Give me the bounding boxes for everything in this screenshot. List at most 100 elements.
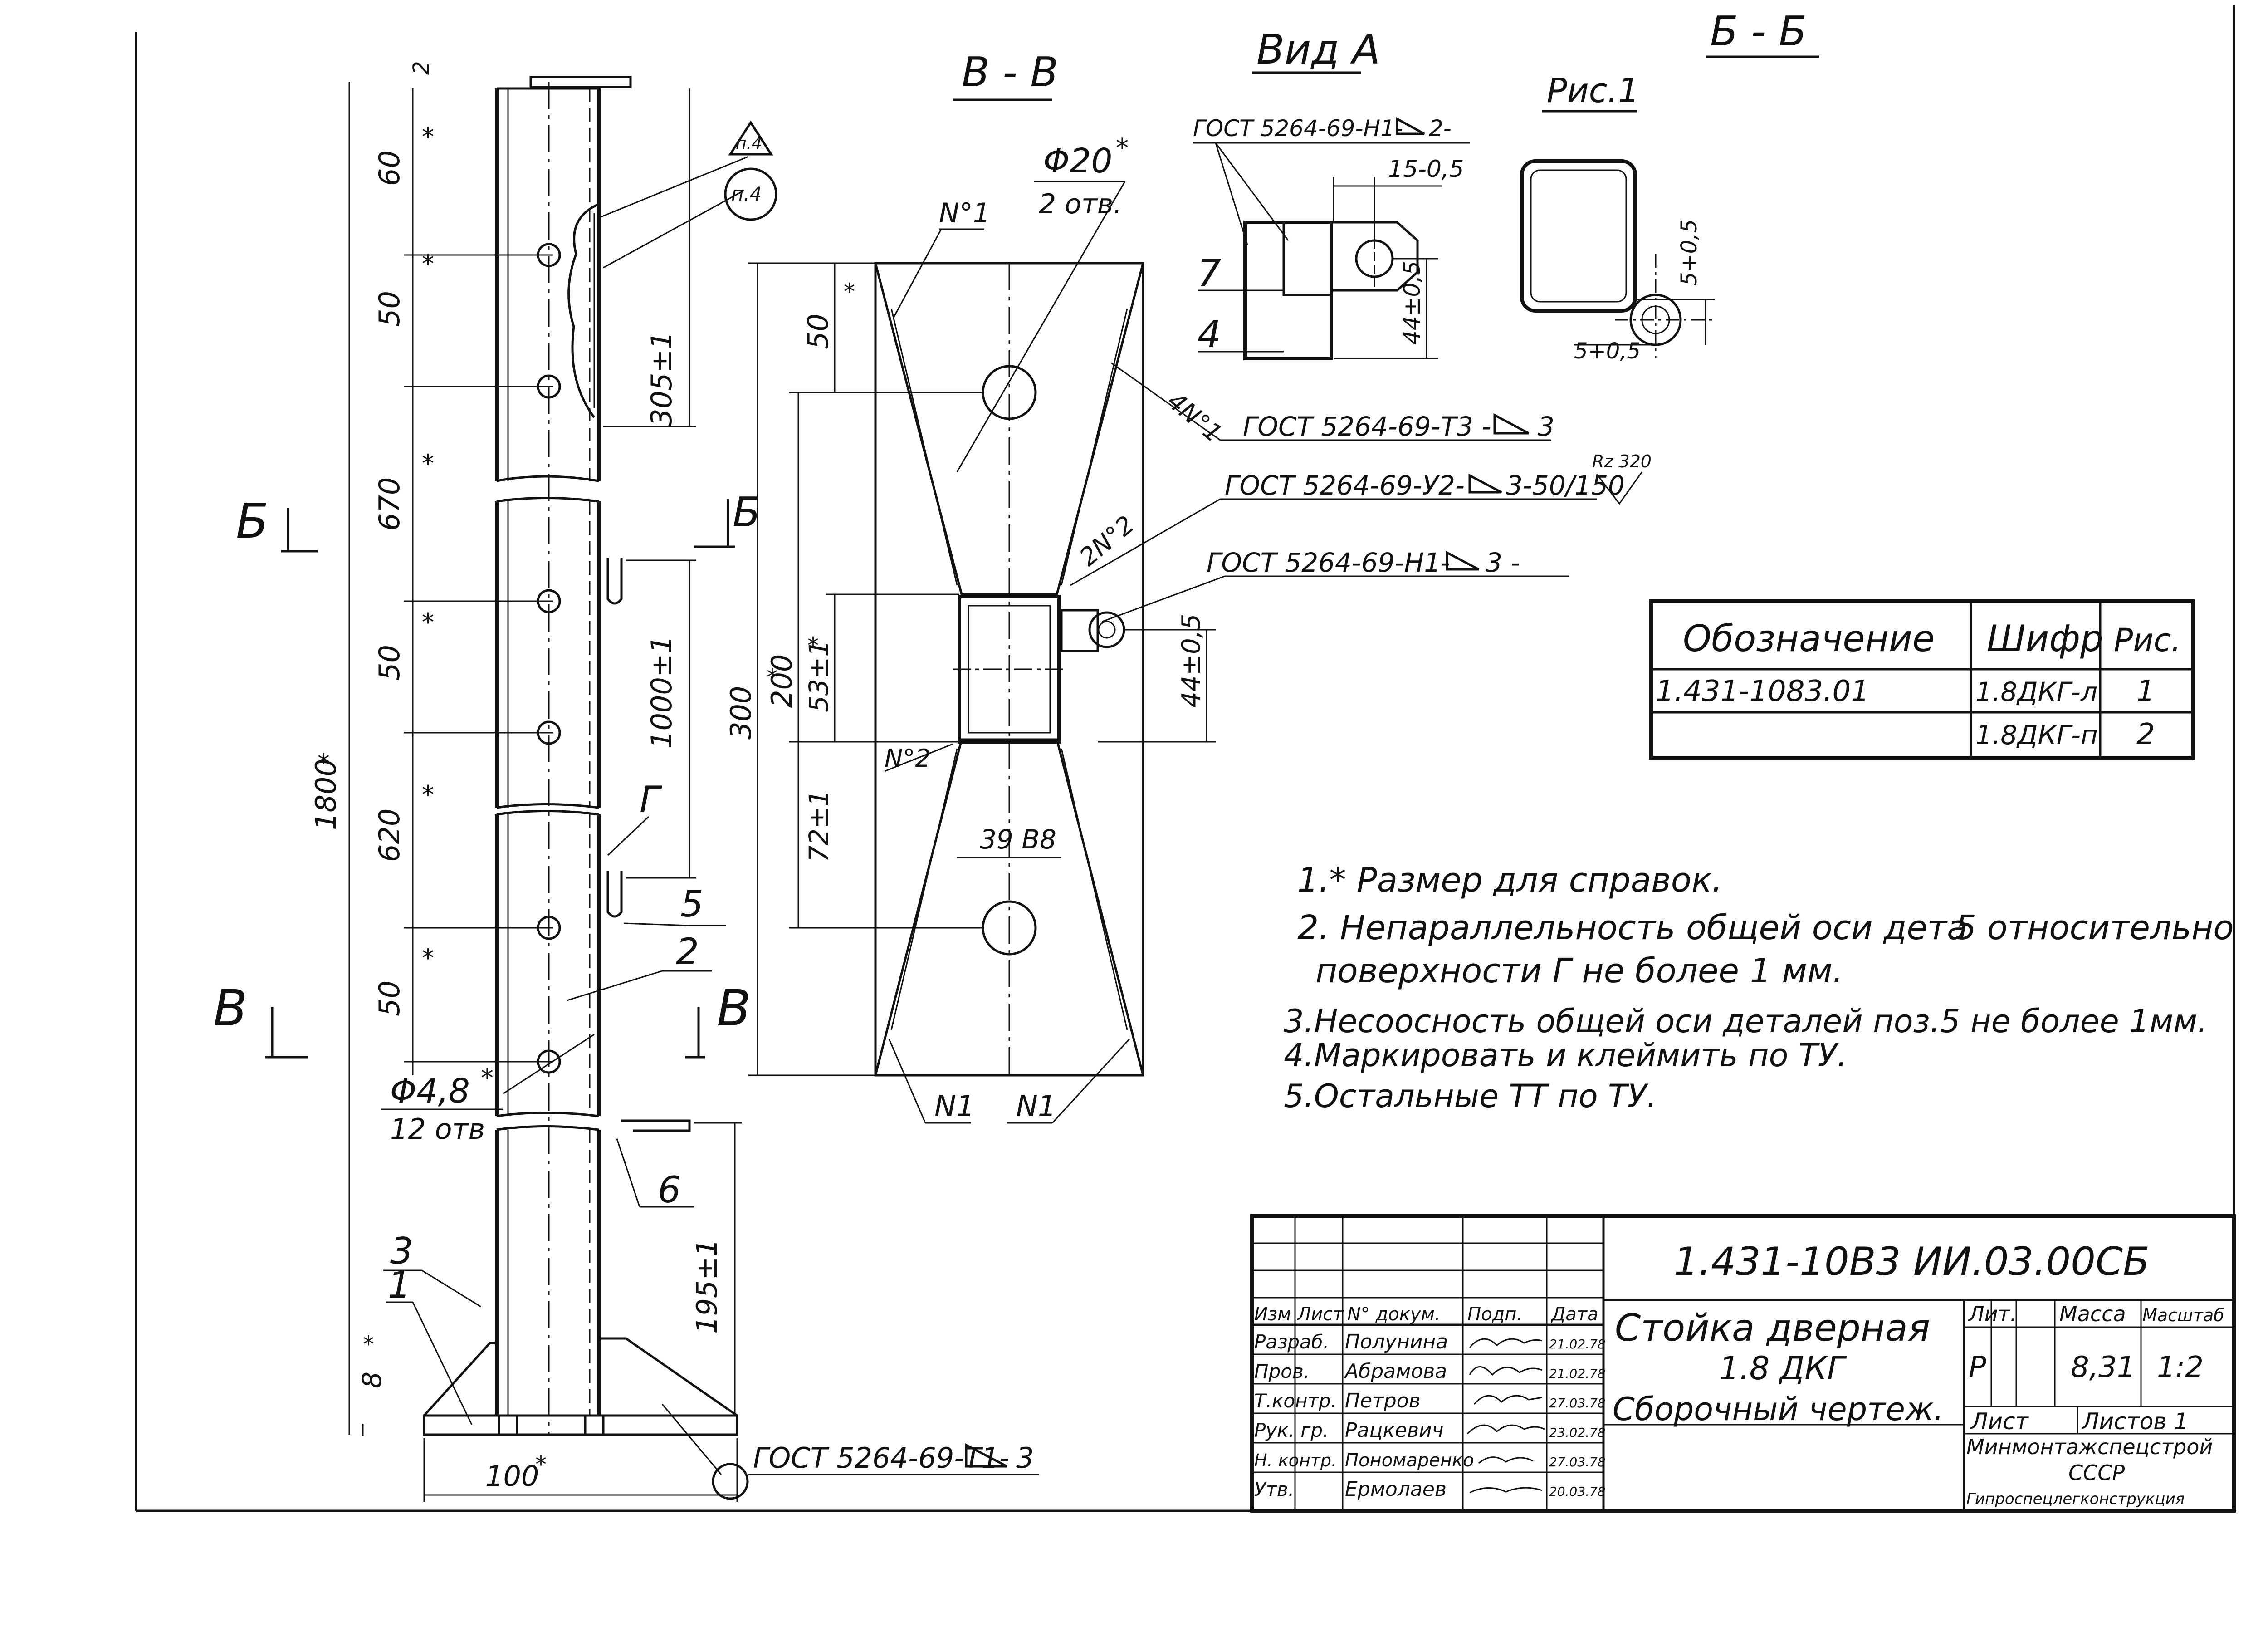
vv-n2n2: 2N°2 (1074, 510, 1140, 572)
dim-670: 670 (373, 477, 406, 531)
bb-tube-outer (1520, 159, 1637, 313)
dim-star-50b: * (422, 608, 434, 637)
vv-dim-star-200: * (807, 632, 819, 659)
tb-col-izm: Изм (1254, 1304, 1291, 1325)
tb-name-1: Стойка дверная (1615, 1307, 1930, 1350)
weld1-triangle-icon (1493, 413, 1530, 435)
dim-star-50c: * (422, 944, 434, 972)
bracket-upper (606, 558, 623, 605)
vv-lower-web (874, 738, 1144, 1076)
dim-620: 620 (373, 809, 406, 862)
tb-date-role-2: 21.02.78 (1549, 1366, 1606, 1381)
bb-dim-5h: 5+0,5 (1574, 338, 1641, 364)
spec-table: Обозначение Шифр Рис. 1.431-1083.01 1.8Д… (1649, 599, 2195, 760)
tb-name-role-4: Рацкевич (1345, 1419, 1444, 1442)
pos-6: 6 (658, 1169, 681, 1211)
view-a-dim-44: 44±0,5 (1399, 261, 1425, 345)
vv-dim-39: 39 В8 (980, 824, 1056, 855)
tb-mass-label: Масса (2059, 1302, 2126, 1326)
dim-star-620: * (422, 780, 434, 809)
dim-305: 305±1 (645, 331, 678, 426)
view-a-dim-15: 15-0,5 (1388, 156, 1464, 183)
tb-org-1: Минмонтажспецстрой (1966, 1435, 2213, 1459)
tb-role-3: Т.контр. (1254, 1390, 1337, 1412)
note-5: 5.Остальные ТТ по ТУ. (1284, 1078, 1657, 1115)
title-vid-a: Вид А (1256, 26, 1380, 74)
tb-col-doc: N° докум. (1347, 1304, 1441, 1325)
note-triangle-text: п.4 (736, 134, 762, 153)
tb-date-role-3: 27.03.78 (1549, 1396, 1606, 1411)
dim-star-100: * (535, 1451, 547, 1478)
tb-date-role-6: 20.03.78 (1549, 1484, 1606, 1499)
post-side-view: 2 60 * 50 * 670 * 50 * 620 * 50 * 1800 *… (213, 61, 1039, 1502)
plate-6 (621, 1119, 691, 1132)
dim-top: 2 (409, 61, 434, 75)
title-bb: Б - Б (1710, 8, 1807, 55)
section-bb: Б - Б Рис.1 5+0,5 5+0,5 (1520, 8, 1819, 364)
dim-60: 60 (373, 150, 406, 186)
post-body (495, 87, 601, 1416)
section-markers (265, 499, 735, 1059)
title-block: 1.431-10B3 ИИ.03.00СБ Стойка дверная 1.8… (1250, 1214, 2236, 1513)
view-a-pos-4: 4 (1198, 313, 1221, 356)
hole-dia-star: * (481, 1063, 494, 1093)
tb-role-5: Н. контр. (1254, 1451, 1337, 1470)
weld2-triangle-icon (1468, 473, 1502, 494)
vv-weld3: ГОСТ 5264-69-Н1- (1207, 547, 1450, 578)
tb-name-2: 1.8 ДКГ (1719, 1350, 1847, 1387)
view-a-pos-7: 7 (1198, 252, 1221, 295)
view-a-weld-sym: 2- (1429, 115, 1452, 142)
tb-name-role-3: Петров (1345, 1389, 1421, 1412)
tb-name-role-2: Абрамова (1344, 1360, 1447, 1383)
tb-sheets-label: Листов 1 (2081, 1408, 2188, 1435)
dim-50c: 50 (373, 980, 406, 1016)
vv-dim-200: 200 (765, 654, 798, 708)
section-v-right: В (717, 979, 751, 1037)
vv-dim-72: 72±1 (803, 790, 834, 862)
section-vv: В - В (724, 49, 1652, 1124)
hole-count-label: 12 отв (390, 1112, 485, 1146)
tb-role-4: Рук. гр. (1254, 1419, 1329, 1441)
vv-n1-top: N°1 (939, 197, 990, 229)
tb-scale-label: Масштаб (2142, 1305, 2224, 1325)
vv-weld1: ГОСТ 5264-69-Т3 - (1243, 411, 1491, 442)
dim-star-1800: * (318, 749, 330, 777)
tb-name-role-5: Пономаренко (1345, 1450, 1474, 1471)
view-a-part-4 (1243, 221, 1333, 360)
post-leaders (383, 156, 1039, 1475)
pos-5: 5 (680, 883, 704, 925)
vv-dimensions (748, 262, 1216, 1076)
vv-dim-44: 44±0,5 (1177, 614, 1206, 708)
note-4: 4.Маркировать и клеймить по ТУ. (1284, 1037, 1847, 1074)
spec-row2-code: 1.8ДКГ-п (1975, 720, 2098, 750)
tb-lit-value: Р (1969, 1351, 1986, 1384)
view-a-weld: ГОСТ 5264-69-Н1- (1193, 115, 1403, 142)
section-v-left: В (213, 979, 247, 1037)
tb-name-role-6: Ермолаев (1345, 1478, 1447, 1501)
view-a-lug (1331, 221, 1419, 292)
dim-1000: 1000±1 (645, 636, 678, 749)
tb-col-sign: Подп. (1467, 1304, 1522, 1325)
vv-weld3-sym: 3 - (1486, 547, 1520, 578)
tb-date-role-4: 23.02.78 (1549, 1425, 1606, 1440)
note-triangle (728, 120, 773, 156)
vv-n1-bl: N1 (934, 1090, 975, 1123)
bb-dim-5v: 5+0,5 (1677, 219, 1702, 286)
tb-name-role-1: Полунина (1345, 1330, 1448, 1353)
vv-rz: Rz 320 (1592, 451, 1652, 471)
dim-star-50a: * (422, 250, 434, 278)
dim-star-670: * (422, 449, 434, 478)
vv-n1-br: N1 (1016, 1090, 1056, 1123)
vv-dim-300: 300 (724, 686, 758, 740)
tb-lit-label: Лит. (1968, 1302, 2017, 1326)
pos-1: 1 (388, 1264, 411, 1306)
tb-role-1: Разраб. (1254, 1331, 1329, 1353)
vv-hole-dia: Φ20 (1043, 142, 1112, 181)
dim-star-60: * (422, 123, 434, 151)
tb-org-3: Гипроспецлегконструкция (1966, 1490, 2185, 1508)
tb-date-role-1: 21.02.78 (1549, 1337, 1606, 1352)
note-3: 3.Несоосность общей оси деталей поз.5 не… (1284, 1003, 2207, 1040)
post-base (423, 1337, 738, 1436)
vv-dim-53: 53±1 (803, 640, 834, 712)
